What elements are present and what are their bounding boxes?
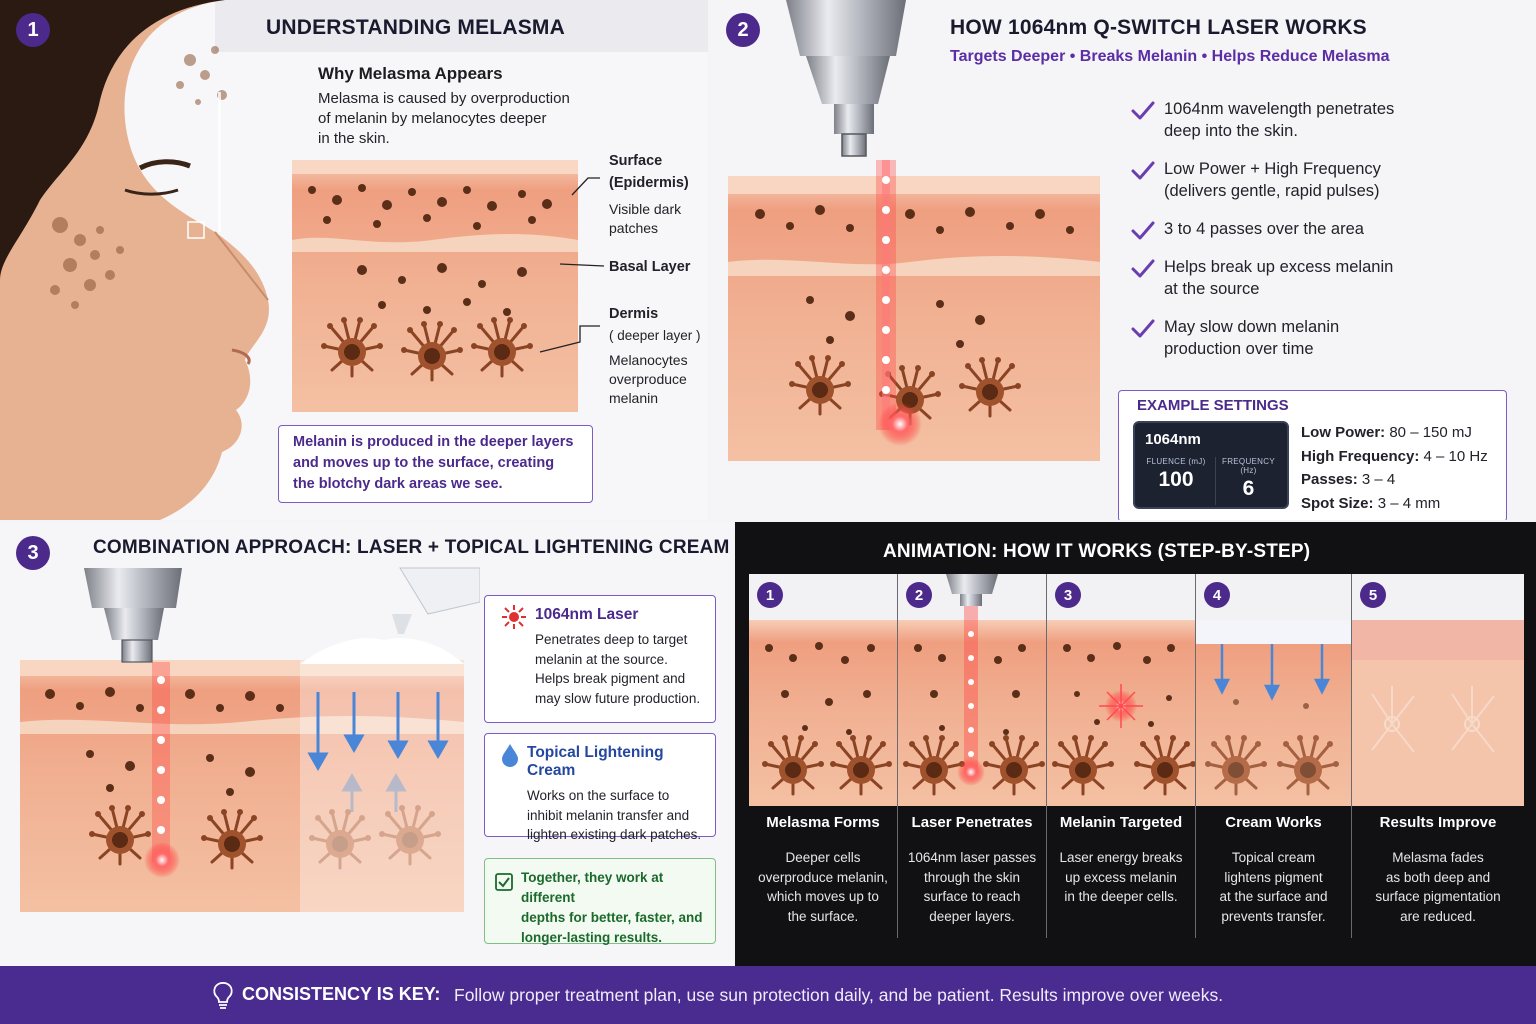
footer-text: Follow proper treatment plan, use sun pr… (454, 985, 1224, 1005)
cream-arrows (307, 692, 449, 772)
panel3-title: COMBINATION APPROACH: LASER + TOPICAL LI… (93, 537, 730, 558)
step-4-illustration (1196, 574, 1351, 806)
settings-title: EXAMPLE SETTINGS (1137, 397, 1289, 414)
example-settings-box: EXAMPLE SETTINGS 1064nm FLUENCE (mJ) 100… (1118, 390, 1507, 520)
surface-label: Surface (Epidermis) Visible dark patches (609, 153, 689, 236)
fluence-readout: FLUENCE (mJ) 100 (1146, 457, 1206, 491)
panel-combination-approach: 3 COMBINATION APPROACH: LASER + TOPICAL … (0, 522, 733, 966)
checkmark-icon (1131, 259, 1155, 278)
laser-info-box: 1064nm Laser Penetrates deep to target m… (484, 595, 716, 723)
checkmark-icon (1131, 319, 1155, 338)
step-divider (897, 574, 898, 938)
laser-device-display: 1064nm FLUENCE (mJ) 100 FREQUENCY (Hz) 6 (1133, 421, 1289, 509)
checkmark-icon (1131, 161, 1155, 180)
frequency-readout: FREQUENCY (Hz) 6 (1215, 457, 1281, 505)
melasma-patches (50, 46, 227, 309)
panel4-title: ANIMATION: HOW IT WORKS (STEP-BY-STEP) (883, 541, 1311, 562)
why-melasma-body: Melasma is caused by overproduction of m… (318, 90, 570, 147)
panel1-title: UNDERSTANDING MELASMA (266, 16, 565, 39)
checkmark-icon (1131, 101, 1155, 120)
together-callout: Together, they work at different depths … (484, 858, 716, 945)
section-number-2: 2 (726, 13, 760, 47)
pointer-lines (539, 177, 605, 353)
checkmark-icon (1131, 221, 1155, 240)
panel-how-laser-works: 2 HOW 1064nm Q-SWITCH LASER WORKS Target… (710, 0, 1536, 520)
step-3-illustration (1047, 574, 1195, 806)
cream-info-box: Topical Lightening Cream Works on the su… (484, 733, 716, 842)
check-item-3: 3 to 4 passes over the area (1130, 218, 1510, 240)
section-number-3: 3 (16, 536, 50, 570)
check-item-2: Low Power + High Frequency(delivers gent… (1130, 158, 1510, 202)
step-2-illustration (898, 574, 1046, 806)
why-melasma-subtitle: Why Melasma Appears (318, 64, 503, 83)
skin-cross-section (292, 160, 578, 412)
lightbulb-icon (213, 982, 233, 1009)
laser-handpiece (786, 0, 906, 157)
laser-skin-illustration (728, 0, 1100, 461)
step-divider (1195, 574, 1196, 938)
check-box-icon (495, 873, 513, 891)
panel-understanding-melasma: 1 UNDERSTANDING MELASMA Why Melasma Appe… (0, 0, 708, 520)
settings-values: Low Power: 80 – 150 mJ High Frequency: 4… (1301, 424, 1488, 512)
combination-illustration (20, 567, 480, 912)
title-bar (215, 0, 708, 52)
panel2-tagline: Targets Deeper • Breaks Melanin • Helps … (950, 48, 1390, 65)
footer-banner: CONSISTENCY IS KEY: Follow proper treatm… (0, 966, 1536, 1024)
step-divider (1351, 574, 1352, 938)
dermis-label: Dermis ( deeper layer ) Melanocytes over… (609, 306, 701, 406)
section-number-1: 1 (16, 13, 50, 47)
cream-tube (300, 567, 480, 664)
footer-key: CONSISTENCY IS KEY: (242, 984, 441, 1004)
panel-animation-steps: ANIMATION: HOW IT WORKS (STEP-BY-STEP) 1… (735, 522, 1536, 966)
step-5-illustration (1352, 574, 1524, 806)
melanin-callout: Melanin is produced in the deeper layers… (278, 425, 593, 503)
step-1-illustration (749, 574, 897, 806)
panel2-title: HOW 1064nm Q-SWITCH LASER WORKS (950, 16, 1367, 39)
laser-burst-icon (502, 605, 526, 629)
droplet-icon (502, 744, 518, 767)
melanin-dots (308, 184, 552, 316)
basal-layer-label: Basal Layer (609, 259, 691, 275)
face-illustration (0, 0, 269, 520)
step-divider (1046, 574, 1047, 938)
laser-handpiece (84, 568, 182, 663)
